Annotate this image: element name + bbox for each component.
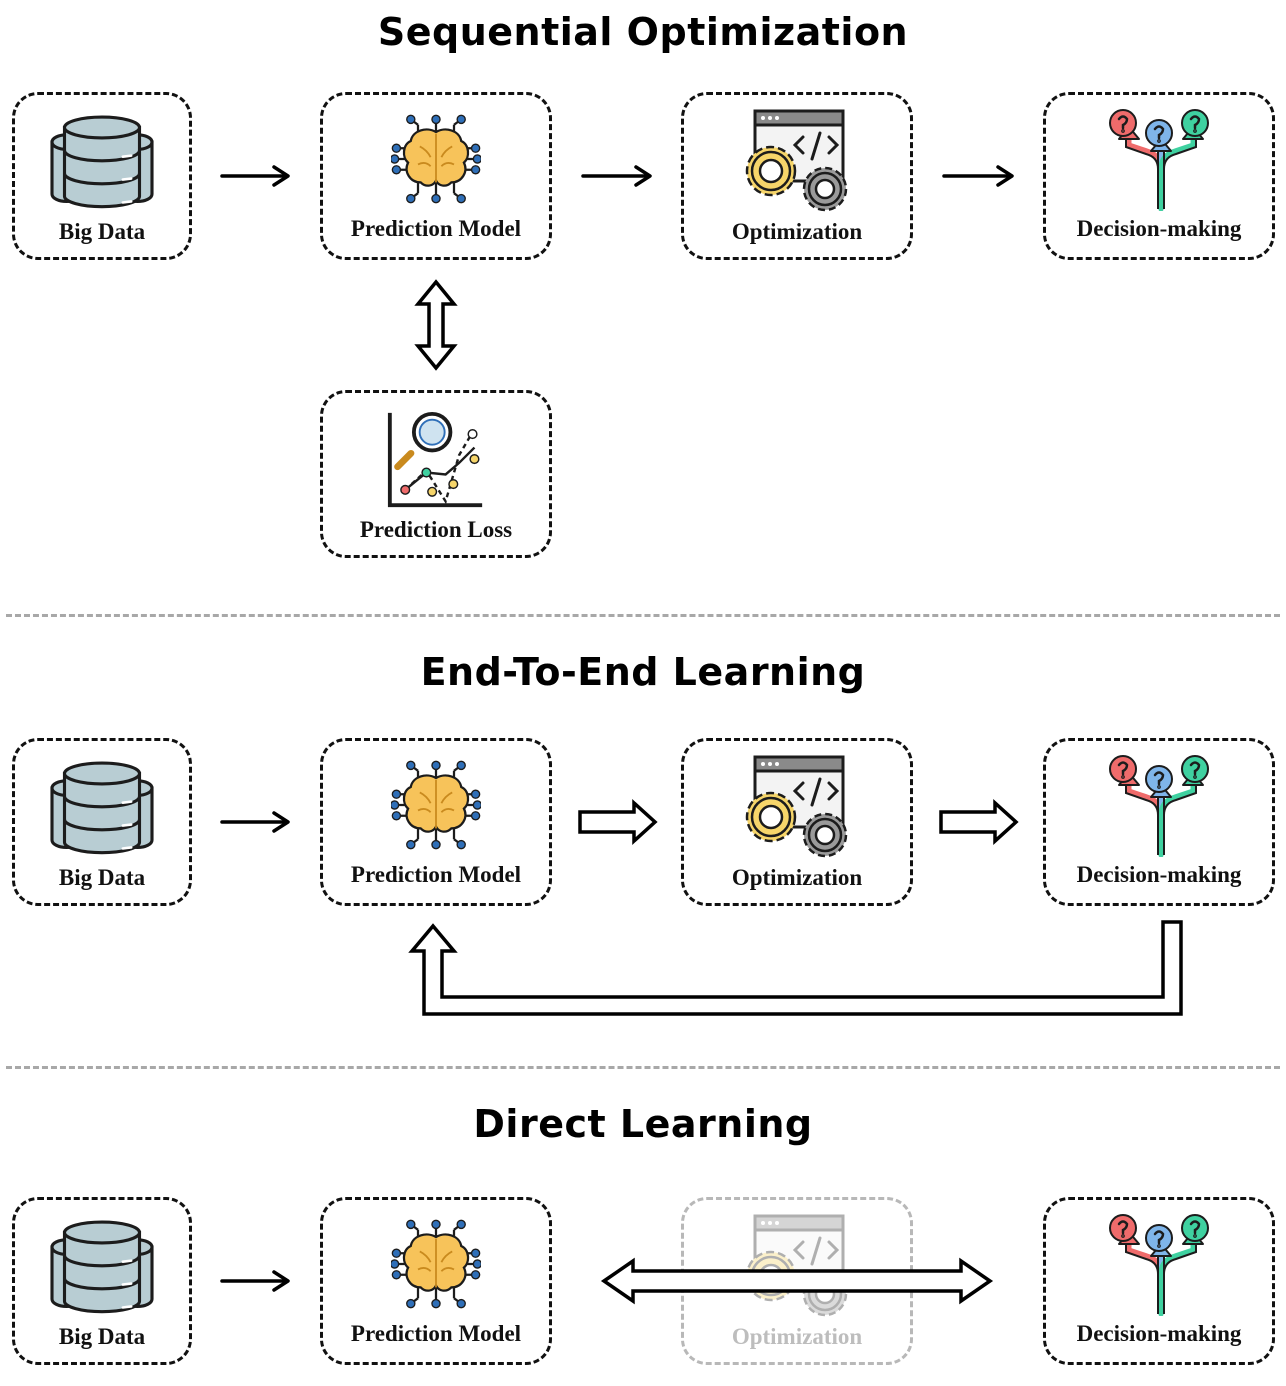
- section-title-direct: Direct Learning: [473, 1102, 813, 1146]
- brain-circuit-icon: [391, 760, 481, 850]
- arrow-feedback-loop: [408, 920, 1183, 1016]
- node-optimization-bypassed: Optimization: [681, 1197, 913, 1365]
- node-optimization: Optimization: [681, 92, 913, 260]
- node-decision-making: Decision-making: [1043, 1197, 1275, 1365]
- node-prediction-model: Prediction Model: [320, 738, 552, 906]
- node-decision-making: Decision-making: [1043, 92, 1275, 260]
- arrow-model-to-opt-hollow: [578, 799, 658, 845]
- arrow-model-loss-bidirectional: [414, 279, 458, 371]
- database-icon: [50, 1220, 154, 1314]
- node-big-data: Big Data: [12, 738, 192, 906]
- arrow-data-to-model: [220, 811, 290, 833]
- brain-circuit-icon: [391, 1219, 481, 1309]
- database-icon: [50, 761, 154, 855]
- arrow-data-to-model: [220, 1270, 290, 1292]
- decision-arrows-icon: [1104, 109, 1214, 211]
- node-label: Optimization: [731, 219, 863, 244]
- node-decision-making: Decision-making: [1043, 738, 1275, 906]
- node-label: Prediction Loss: [359, 517, 513, 542]
- node-label: Big Data: [58, 865, 146, 890]
- arrow-model-to-opt: [581, 165, 652, 187]
- section-divider: [6, 614, 1280, 617]
- node-label: Big Data: [58, 1324, 146, 1349]
- code-gears-icon: [745, 1214, 848, 1317]
- node-big-data: Big Data: [12, 92, 192, 260]
- node-label: Optimization: [731, 1324, 863, 1349]
- code-gears-icon: [745, 755, 848, 858]
- node-prediction-loss: Prediction Loss: [320, 390, 552, 558]
- node-label: Decision-making: [1076, 862, 1242, 887]
- node-prediction-model: Prediction Model: [320, 92, 552, 260]
- arrow-opt-to-decision: [942, 165, 1014, 187]
- node-big-data: Big Data: [12, 1197, 192, 1365]
- database-icon: [50, 115, 154, 209]
- node-prediction-model: Prediction Model: [320, 1197, 552, 1365]
- section-divider: [6, 1066, 1280, 1069]
- arrow-data-to-model: [220, 165, 290, 187]
- code-gears-icon: [745, 109, 848, 212]
- node-label: Prediction Model: [350, 216, 522, 241]
- section-title-sequential: Sequential Optimization: [377, 10, 909, 54]
- decision-arrows-icon: [1104, 755, 1214, 857]
- node-label: Optimization: [731, 865, 863, 890]
- arrow-opt-to-decision-hollow: [939, 799, 1019, 845]
- node-optimization: Optimization: [681, 738, 913, 906]
- node-label: Prediction Model: [350, 1321, 522, 1346]
- chart-magnifier-icon: [386, 411, 486, 511]
- node-label: Decision-making: [1076, 1321, 1242, 1346]
- node-label: Prediction Model: [350, 862, 522, 887]
- node-label: Decision-making: [1076, 216, 1242, 241]
- decision-arrows-icon: [1104, 1214, 1214, 1316]
- section-title-end-to-end: End-To-End Learning: [420, 650, 866, 694]
- brain-circuit-icon: [391, 114, 481, 204]
- node-label: Big Data: [58, 219, 146, 244]
